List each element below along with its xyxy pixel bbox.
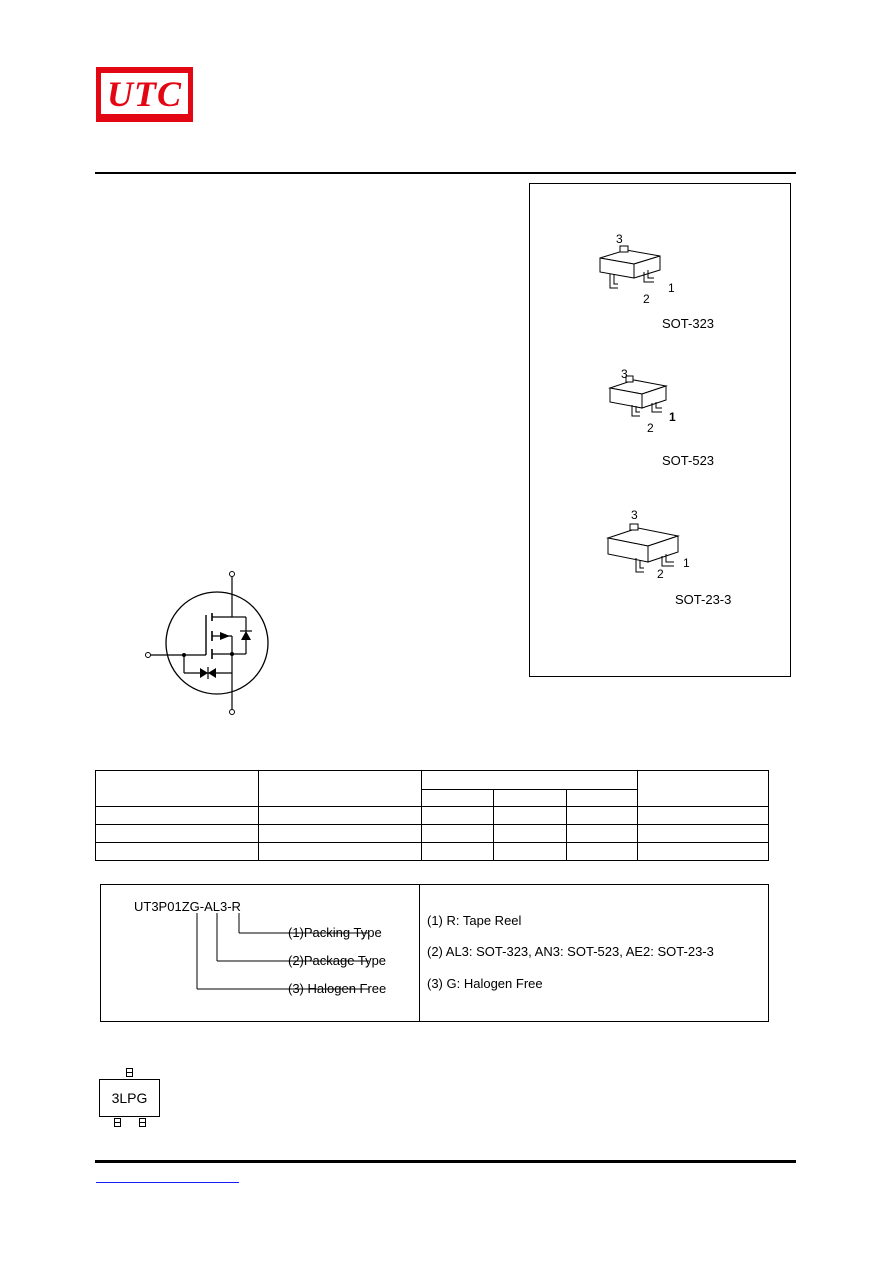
marking-chip: 3LPG	[99, 1079, 160, 1117]
sot-323-pin-1: 1	[668, 281, 675, 295]
sot-23-3-pin-3: 3	[631, 508, 638, 522]
logo-text: UTC	[107, 74, 182, 114]
definition-packing: (1) R: Tape Reel	[427, 913, 522, 928]
table-header-cell	[420, 770, 638, 790]
chip-lead-bottom-right	[139, 1118, 146, 1127]
table-subheader-cell	[420, 789, 495, 807]
sot-23-3-pin-1: 1	[683, 556, 690, 570]
sot-523-pin-3: 3	[621, 367, 628, 381]
p-channel-mosfet-symbol	[145, 571, 269, 715]
package-outline-box: 3 2 1 SOT-323 3 2 1 SOT-523 3 2 1 SOT-23…	[529, 183, 791, 677]
definition-package: (2) AL3: SOT-323, AN3: SOT-523, AE2: SOT…	[427, 944, 714, 959]
sot-323-pin-3: 3	[616, 232, 623, 246]
definition-halogen: (3) G: Halogen Free	[427, 976, 543, 991]
sot-23-3-package-icon	[606, 523, 680, 573]
chip-lead-bottom-left	[114, 1118, 121, 1127]
marking-code: 3LPG	[111, 1090, 148, 1106]
ordering-information-table	[94, 770, 770, 861]
utc-logo: UTC	[96, 67, 193, 122]
part-number-decoding-box: UT3P01ZG-AL3-R (1)Packing Type (2)Packag…	[100, 884, 769, 1022]
footer-rule	[95, 1160, 796, 1163]
table-row	[94, 842, 770, 861]
website-link[interactable]	[96, 1169, 239, 1183]
part-number-text: UT3P01ZG-AL3-R	[134, 899, 241, 914]
link-underline	[96, 1182, 239, 1183]
note-package-type: (2)Package Type	[288, 953, 387, 968]
sot-523-label: SOT-523	[662, 453, 715, 468]
sot-523-pin-2: 2	[647, 421, 654, 435]
sot-323-package-icon	[599, 245, 661, 289]
callout-lines	[196, 913, 369, 990]
sot-523-package-icon	[608, 375, 668, 417]
note-packing-type: (1)Packing Type	[288, 925, 382, 940]
sot-323-label: SOT-323	[662, 316, 715, 331]
note-halogen-free: (3) Halogen Free	[288, 981, 387, 996]
sot-23-3-pin-2: 2	[657, 567, 664, 581]
sot-523-pin-1: 1	[669, 410, 676, 424]
table-header-cell	[258, 770, 422, 807]
table-subheader-cell	[565, 789, 638, 807]
header-rule	[95, 172, 796, 174]
table-header-cell	[636, 770, 770, 807]
table-header-cell	[94, 770, 260, 807]
column-divider	[419, 885, 420, 1021]
table-row	[94, 824, 770, 843]
table-subheader-cell	[493, 789, 567, 807]
chip-lead-top	[126, 1068, 133, 1077]
sot-323-pin-2: 2	[643, 292, 650, 306]
table-row	[94, 806, 770, 825]
sot-23-3-label: SOT-23-3	[675, 592, 732, 607]
